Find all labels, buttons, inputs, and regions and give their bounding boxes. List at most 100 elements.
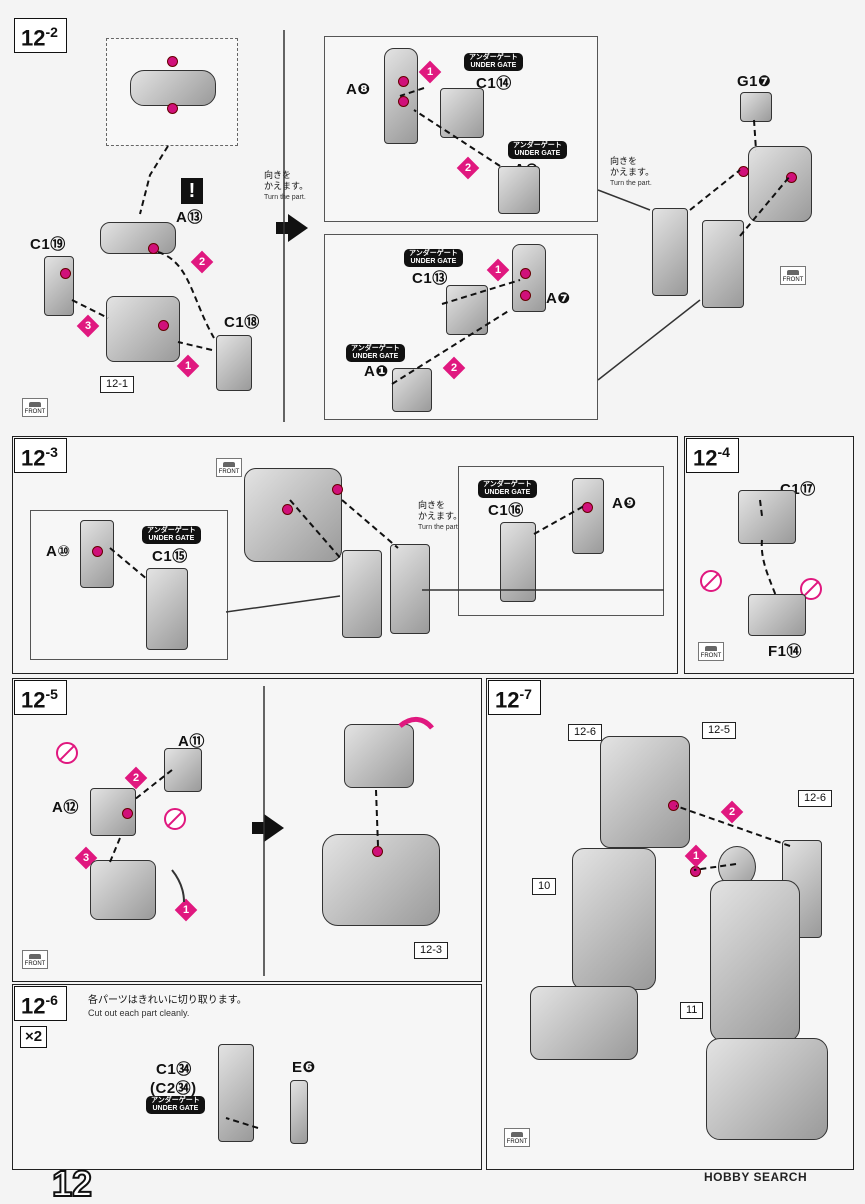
ref-box-12-6: 12-6	[798, 790, 833, 807]
thigh-armor-right	[390, 544, 430, 634]
knee-unit	[344, 724, 414, 788]
thigh-armor-left	[342, 550, 382, 638]
step-marker-2: 2	[190, 250, 214, 274]
step-label-12-5: 12-5	[14, 680, 67, 716]
part-label-c16: C1⑯	[488, 502, 524, 519]
a12-peg	[122, 808, 133, 819]
sub-assembly-box-right	[458, 466, 664, 616]
part-label-a10: A⑩	[46, 543, 71, 560]
leg-upper-assembly	[600, 736, 690, 848]
part-g17	[740, 92, 772, 122]
step-label-12-6: 12-6	[14, 986, 67, 1022]
front-indicator: FRONT	[504, 1128, 530, 1147]
a9-peg	[582, 502, 593, 513]
step-marker-1: 1	[684, 844, 708, 868]
knee-assembly	[748, 146, 812, 222]
front-indicator: FRONT	[780, 266, 806, 285]
step-marker-3: 3	[76, 314, 100, 338]
part-label-c14: C1⑭	[476, 75, 512, 92]
step-label-12-4: 12-4	[686, 438, 739, 474]
knee-peg	[786, 172, 797, 183]
front-indicator: FRONT	[216, 458, 242, 477]
part-a13-hip-core	[100, 222, 176, 254]
no-cut-icon	[56, 742, 78, 764]
part-c17	[738, 490, 796, 544]
part-a2	[498, 166, 540, 214]
leg-foot-left	[530, 986, 638, 1060]
step-marker-1: 1	[176, 354, 200, 378]
leg-shin	[710, 880, 800, 1042]
ref-box-12-6: 12-6	[568, 724, 603, 741]
step-marker-2: 2	[442, 356, 466, 380]
ref-box-10: 10	[532, 878, 557, 895]
front-indicator: FRONT	[22, 950, 48, 969]
part-c14	[440, 88, 484, 138]
part-c19-panel	[44, 256, 74, 316]
front-indicator: FRONT	[698, 642, 724, 661]
thigh-assembly	[244, 468, 342, 562]
step-marker-2: 2	[124, 766, 148, 790]
turn-part-note: 向きをかえます。 Turn the part.	[418, 500, 463, 531]
a8-peg	[398, 96, 409, 107]
step-marker-1: 1	[486, 258, 510, 282]
next-stage-arrow	[276, 214, 308, 242]
ref-box-12-1: 12-1	[100, 376, 135, 393]
knee-peg	[738, 166, 749, 177]
part-a1	[392, 368, 432, 412]
part-label-a8: A❽	[346, 81, 371, 98]
step-marker-1: 1	[418, 60, 442, 84]
step-marker-1: 1	[174, 898, 198, 922]
publisher-logo: HOBBY SEARCH	[704, 1170, 808, 1184]
part-label-a13: A⑬	[176, 209, 203, 226]
part-c34	[218, 1044, 254, 1142]
a10-peg	[92, 546, 103, 557]
part-a7	[512, 244, 546, 312]
part-label-c15: C1⑮	[152, 548, 188, 565]
c19-peg	[60, 268, 71, 279]
part-label-f14: F1⑭	[768, 643, 803, 660]
core-detail-peg	[167, 56, 178, 67]
part-e6	[290, 1080, 308, 1144]
ref-box-12-3: 12-3	[414, 942, 449, 959]
cut-cleanly-note: 各パーツはきれいに切り取ります。 Cut out each part clean…	[88, 995, 247, 1018]
step-label-12-3: 12-3	[14, 438, 67, 474]
turn-part-note: 向きをかえます。 Turn the part.	[610, 156, 655, 187]
hip-block-peg	[158, 320, 169, 331]
shin-armor-left	[652, 208, 688, 296]
part-label-c18: C1⑱	[224, 314, 260, 331]
next-stage-arrow	[252, 814, 284, 842]
part-label-g17: G1❼	[737, 73, 772, 90]
part-label-a7: A❼	[546, 290, 571, 307]
part-label-c34: C1㉞	[156, 1061, 192, 1078]
part-label-c13: C1⑬	[412, 270, 448, 287]
part-hip-block	[106, 296, 180, 362]
step-label-12-2: 12-2	[14, 18, 67, 54]
step-marker-2: 2	[720, 800, 744, 824]
part-c18-piece	[216, 335, 252, 391]
leg-foot-right	[706, 1038, 828, 1140]
shin-armor-right	[702, 220, 744, 308]
no-cut-icon	[164, 808, 186, 830]
warning-icon: !	[181, 178, 203, 204]
ref-box-11: 11	[680, 1002, 704, 1019]
no-cut-icon	[800, 578, 822, 600]
panel-step-12-5	[12, 678, 482, 982]
no-cut-icon	[700, 570, 722, 592]
part-f14	[748, 594, 806, 636]
core-detail-peg	[167, 103, 178, 114]
core-block-detail	[130, 70, 216, 106]
part-label-a1: A❶	[364, 363, 389, 380]
part-label-a11: A⑪	[178, 733, 205, 750]
step-label-12-7: 12-7	[488, 680, 541, 716]
thigh-peg	[282, 504, 293, 515]
ref-box-12-5: 12-5	[702, 722, 737, 739]
a7-peg	[520, 290, 531, 301]
